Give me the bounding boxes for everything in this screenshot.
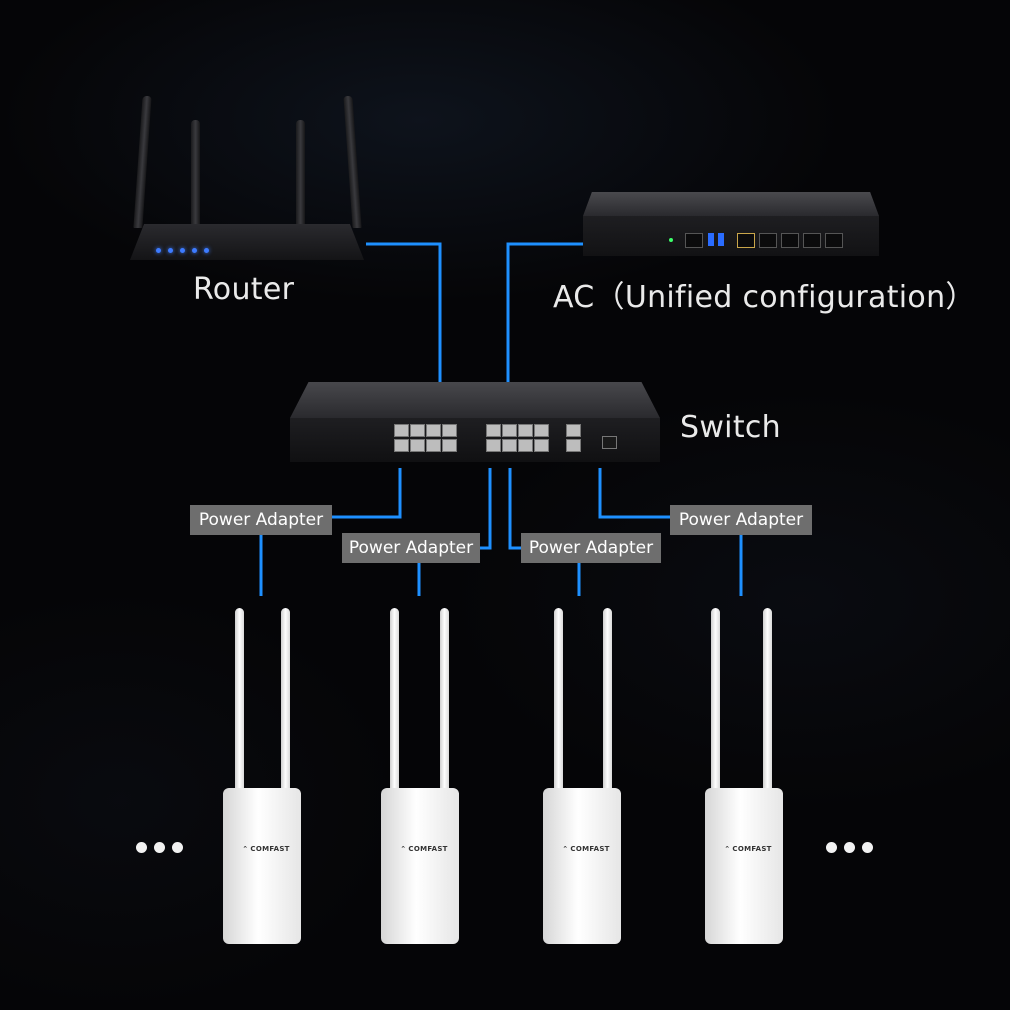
switch-uplink-port [566, 439, 581, 452]
switch-port [518, 424, 533, 437]
ap-antenna [603, 608, 612, 814]
switch-device [290, 382, 660, 466]
switch-uplink-port [566, 424, 581, 437]
ap-body [223, 788, 301, 944]
link-switch-adapter-4 [598, 468, 670, 519]
switch-label: Switch [680, 410, 781, 445]
ap-antenna [390, 608, 399, 814]
router-led [192, 248, 197, 253]
dot [172, 842, 183, 853]
switch-port [394, 424, 409, 437]
switch-port [426, 424, 441, 437]
switch-port [486, 439, 501, 452]
switch-port [442, 439, 457, 452]
power-adapter-label-1: Power Adapter [190, 505, 332, 535]
ac-usb-port [708, 233, 714, 246]
switch-port [394, 439, 409, 452]
switch-port [518, 439, 533, 452]
switch-port [426, 439, 441, 452]
switch-port [502, 424, 517, 437]
ap-antenna [711, 608, 720, 814]
ac-top-panel [583, 192, 879, 216]
router-led [168, 248, 173, 253]
brand-logo-icon: ⌃ [724, 845, 731, 853]
ap-brand-text: COMFAST [570, 845, 610, 853]
ac-power-led [669, 238, 673, 242]
ap-body [705, 788, 783, 944]
more-devices-left-icon [136, 842, 183, 853]
ac-lan-port [737, 233, 755, 248]
link-switch-adapter-1 [332, 468, 402, 519]
dot [826, 842, 837, 853]
router-antenna [343, 96, 362, 228]
ac-controller-device [583, 192, 879, 262]
switch-port [442, 424, 457, 437]
access-point-4: ⌃COMFAST [700, 608, 790, 946]
router-led [204, 248, 209, 253]
link-switch-adapter-2 [480, 468, 492, 550]
switch-front-panel [290, 418, 660, 462]
ap-brand-logo: ⌃COMFAST [714, 845, 782, 853]
link-router-switch [366, 242, 442, 384]
ac-lan-port [781, 233, 799, 248]
link-switch-adapter-3 [508, 468, 521, 550]
ap-antenna [440, 608, 449, 814]
switch-port [502, 439, 517, 452]
ac-lan-port [803, 233, 821, 248]
ap-brand-text: COMFAST [408, 845, 448, 853]
router-body [130, 224, 364, 260]
access-point-3: ⌃COMFAST [538, 608, 628, 946]
power-adapter-label-4: Power Adapter [670, 505, 812, 535]
ac-lan-port [825, 233, 843, 248]
router-device [130, 96, 366, 264]
brand-logo-icon: ⌃ [400, 845, 407, 853]
router-label: Router [193, 272, 295, 307]
ac-lan-port [759, 233, 777, 248]
switch-port [410, 439, 425, 452]
more-devices-right-icon [826, 842, 873, 853]
ap-brand-logo: ⌃COMFAST [552, 845, 620, 853]
brand-logo-icon: ⌃ [242, 845, 249, 853]
router-led [180, 248, 185, 253]
dot [136, 842, 147, 853]
switch-port [410, 424, 425, 437]
ac-console-port [685, 233, 703, 248]
access-point-2: ⌃COMFAST [376, 608, 466, 946]
router-antenna [133, 96, 152, 228]
switch-port [534, 424, 549, 437]
switch-top-panel [290, 382, 660, 418]
power-adapter-label-2: Power Adapter [342, 533, 480, 563]
ap-antenna [281, 608, 290, 814]
ap-body [543, 788, 621, 944]
ap-brand-text: COMFAST [732, 845, 772, 853]
router-led [156, 248, 161, 253]
ap-brand-text: COMFAST [250, 845, 290, 853]
ap-body [381, 788, 459, 944]
switch-port [534, 439, 549, 452]
ap-brand-logo: ⌃COMFAST [390, 845, 458, 853]
router-antenna [296, 120, 305, 228]
switch-port [486, 424, 501, 437]
ap-antenna [554, 608, 563, 814]
access-point-1: ⌃COMFAST [218, 608, 308, 946]
power-adapter-label-3: Power Adapter [521, 533, 661, 563]
dot [844, 842, 855, 853]
switch-sfp-port [602, 436, 617, 449]
link-ac-switch [506, 242, 583, 384]
ac-label: AC（Unified configuration） [553, 280, 976, 315]
ac-usb-port [718, 233, 724, 246]
router-antenna [191, 120, 200, 228]
ap-brand-logo: ⌃COMFAST [232, 845, 300, 853]
brand-logo-icon: ⌃ [562, 845, 569, 853]
dot [862, 842, 873, 853]
ap-antenna [235, 608, 244, 814]
dot [154, 842, 165, 853]
ap-antenna [763, 608, 772, 814]
